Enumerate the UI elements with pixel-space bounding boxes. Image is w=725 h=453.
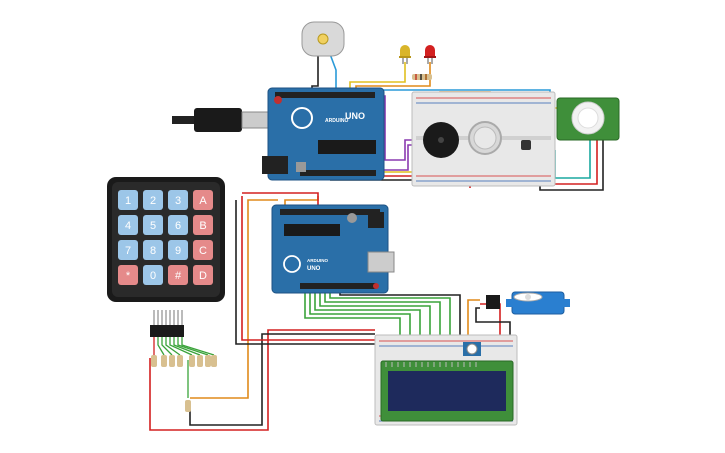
keypad-wires [153, 337, 215, 398]
wire-motor-black [311, 54, 319, 93]
keypad-connector [150, 310, 184, 337]
keypad-key-label: 3 [175, 195, 181, 207]
keypad-key[interactable]: C [193, 240, 213, 260]
pir-sensor [556, 97, 620, 141]
keypad-key-face [168, 265, 188, 285]
keypad-key-label: 8 [150, 245, 156, 257]
keypad-key[interactable]: # [168, 265, 188, 285]
keypad-key-label: 6 [175, 220, 181, 232]
keypad-key-label: D [199, 270, 207, 282]
keypad-key[interactable]: 7 [118, 240, 138, 260]
keypad-key[interactable]: 0 [143, 265, 163, 285]
servo-motor [486, 291, 570, 315]
keypad-key-label: 9 [175, 245, 181, 257]
arduino-top-model: UNO [345, 111, 365, 121]
arduino-uno-top: ARDUINO UNO [262, 87, 385, 181]
wire-servo-black [475, 307, 511, 345]
keypad-resistors [151, 355, 217, 412]
transistor [521, 140, 531, 150]
keypad-key[interactable]: 2 [143, 190, 163, 210]
keypad-key[interactable]: 5 [143, 215, 163, 235]
arduino-top-brand: ARDUINO [325, 118, 348, 124]
keypad-key-label: 1 [125, 195, 131, 207]
wire-green-1 [304, 292, 401, 345]
keypad-key-face [193, 240, 213, 260]
wire-servo-orange [467, 299, 480, 345]
keypad-key[interactable]: 3 [168, 190, 188, 210]
dc-motor [301, 21, 345, 57]
wire-green-5 [324, 292, 441, 345]
keypad-key[interactable]: 4 [118, 215, 138, 235]
arduino-bottom-model: UNO [307, 266, 321, 272]
keypad-key-label: * [126, 270, 131, 282]
led-red [424, 45, 436, 64]
keypad-key-label: A [199, 195, 207, 207]
arduino-bottom-brand: ARDUINO [307, 258, 328, 263]
wire-green-4 [319, 292, 431, 345]
arduino-uno-bottom: ARDUINO UNO [271, 204, 395, 294]
keypad-key-face [193, 265, 213, 285]
wire-green-3 [314, 292, 421, 345]
keypad-key-face [168, 240, 188, 260]
usb-cable [172, 108, 271, 132]
lcd-16x2 [380, 360, 514, 422]
keypad-key-face [118, 265, 138, 285]
wire-black-keypad-gnd [189, 333, 375, 426]
keypad-key[interactable]: D [193, 265, 213, 285]
keypad-key-face [143, 215, 163, 235]
keypad-key-label: # [175, 270, 182, 282]
resistor-led [412, 74, 432, 80]
keypad-key-face [193, 190, 213, 210]
gas-sensor [468, 121, 502, 155]
keypad-key-face [193, 215, 213, 235]
wire-green-2 [309, 292, 411, 345]
keypad-key[interactable]: * [118, 265, 138, 285]
potentiometer [463, 342, 481, 356]
keypad-key-face [118, 190, 138, 210]
keypad-key-face [143, 190, 163, 210]
keypad-keys: 1 2 3 A 4 5 6 B 7 8 9 C * 0 # D [118, 190, 213, 285]
keypad-key[interactable]: 1 [118, 190, 138, 210]
keypad-key-face [118, 215, 138, 235]
keypad-key[interactable]: A [193, 190, 213, 210]
led-yellow [399, 45, 411, 64]
keypad-key-label: B [199, 220, 206, 232]
wire-red-top [242, 192, 319, 207]
keypad-key[interactable]: 6 [168, 215, 188, 235]
keypad-key-face [168, 215, 188, 235]
keypad-key-label: 2 [150, 195, 156, 207]
wire-black-arduino-bb [235, 200, 380, 345]
wire-motor-blue [329, 53, 337, 93]
keypad-key-label: C [199, 245, 207, 257]
keypad-key-label: 5 [150, 220, 156, 232]
keypad-key-label: 4 [125, 220, 131, 232]
wire-pir-teal [554, 140, 591, 179]
keypad-key[interactable]: 9 [168, 240, 188, 260]
keypad-key-face [118, 240, 138, 260]
buzzer [423, 122, 459, 158]
wire-green-6 [329, 292, 451, 345]
keypad-key-face [168, 190, 188, 210]
keypad-key-label: 7 [125, 245, 131, 257]
keypad-key-face [143, 240, 163, 260]
wire-red-arduino-bb [241, 196, 385, 341]
keypad-key[interactable]: B [193, 215, 213, 235]
wire-orange-keypad [190, 199, 278, 399]
keypad-key[interactable]: 8 [143, 240, 163, 260]
keypad-key-face [143, 265, 163, 285]
wire-red-keypad-power [149, 329, 375, 431]
keypad-key-label: 0 [150, 270, 156, 282]
